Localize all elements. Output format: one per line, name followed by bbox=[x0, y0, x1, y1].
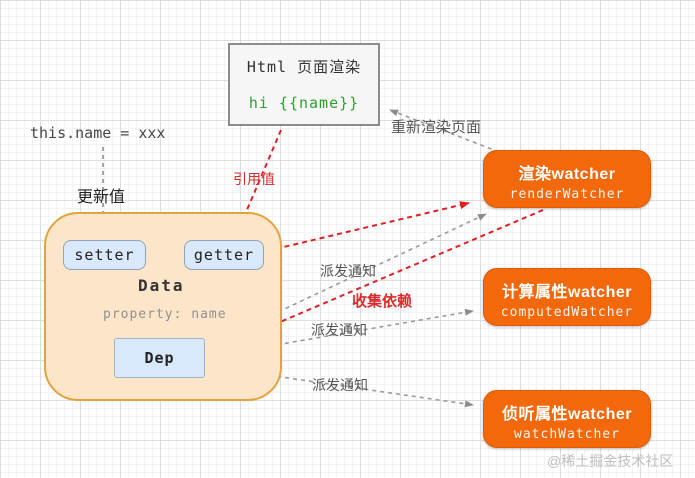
computed-watcher-subtitle: computedWatcher bbox=[484, 305, 650, 320]
html-panel-title: Html 页面渲染 bbox=[230, 56, 378, 77]
render-watcher-subtitle: renderWatcher bbox=[484, 187, 650, 202]
html-render-panel: Html 页面渲染 hi {{name}} bbox=[228, 43, 380, 126]
watch-watcher-title: 侦听属性watcher bbox=[484, 400, 650, 424]
computed-watcher-node: 计算属性watcher computedWatcher bbox=[483, 268, 651, 326]
data-group-title: Data bbox=[138, 276, 185, 295]
reference-value-label: 引用值 bbox=[233, 169, 275, 189]
update-value-label: 更新值 bbox=[77, 183, 125, 207]
dep-node: Dep bbox=[114, 338, 205, 378]
assignment-statement: this.name = xxx bbox=[30, 124, 165, 142]
getter-node: getter bbox=[184, 240, 264, 270]
juejin-watermark: @稀土掘金技术社区 bbox=[547, 451, 673, 471]
render-watcher-title: 渲染watcher bbox=[484, 160, 650, 184]
render-watcher-node: 渲染watcher renderWatcher bbox=[483, 150, 651, 208]
rerender-page-label: 重新渲染页面 bbox=[391, 116, 481, 137]
edge-getter-to-render-watcher bbox=[267, 203, 469, 251]
watch-watcher-subtitle: watchWatcher bbox=[484, 427, 650, 442]
notify-render-label: 派发通知 bbox=[320, 261, 376, 281]
data-property-label: property: name bbox=[103, 307, 227, 322]
setter-node: setter bbox=[63, 240, 146, 270]
notify-computed-label: 派发通知 bbox=[311, 320, 367, 340]
html-panel-binding: hi {{name}} bbox=[230, 94, 378, 112]
computed-watcher-title: 计算属性watcher bbox=[484, 278, 650, 302]
watch-watcher-node: 侦听属性watcher watchWatcher bbox=[483, 390, 651, 448]
collect-deps-label: 收集依赖 bbox=[352, 290, 412, 311]
notify-watch-label: 派发通知 bbox=[312, 375, 368, 395]
